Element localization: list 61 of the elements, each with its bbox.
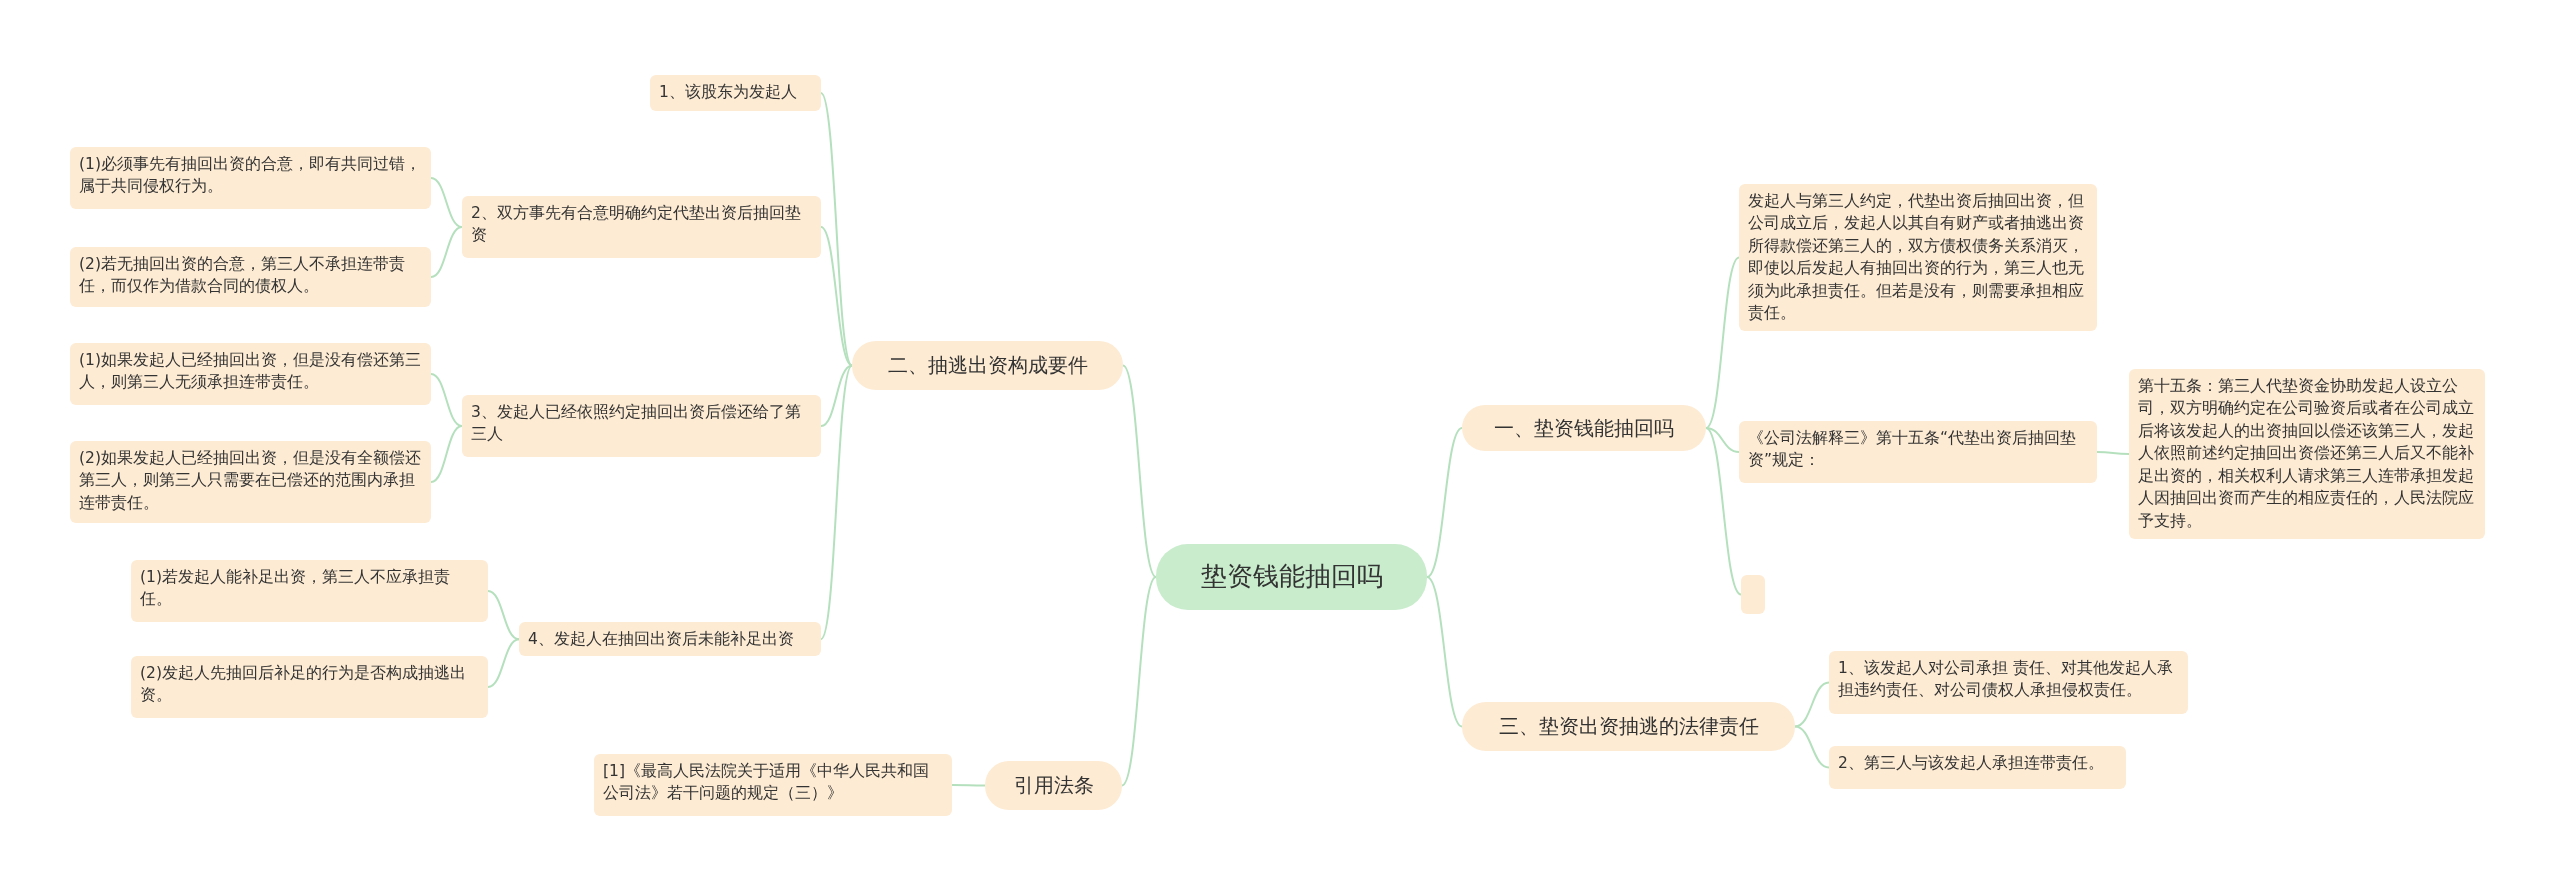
topic-text: (1)必须事先有抽回出资的合意，即有共同过错，属于共同侵权行为。 xyxy=(79,154,422,198)
topic-text: (2)若无抽回出资的合意，第三人不承担连带责任，而仅作为借款合同的债权人。 xyxy=(79,254,406,298)
topic-box xyxy=(1739,421,2097,483)
topic-text: 2、第三人与该发起人承担连带责任。 xyxy=(1838,753,2105,774)
topic-text: (1)如果发起人已经抽回出资，但是没有偿还第三人，则第三人无须承担连带责任。 xyxy=(79,350,422,394)
connector-line xyxy=(951,784,986,787)
connector-line xyxy=(430,425,463,483)
topic-text: 垫资钱能抽回吗 xyxy=(1200,560,1383,594)
connector-line xyxy=(487,638,520,688)
topic-text: 4、发起人在抽回出资后未能补足出资 xyxy=(528,629,795,650)
connector-line xyxy=(430,373,463,427)
topic-text: (1)若发起人能补足出资，第三人不应承担责任。 xyxy=(140,567,451,611)
connector-line xyxy=(820,364,853,641)
topic-text: 三、垫资出资抽逃的法律责任 xyxy=(1498,713,1759,740)
topic-box xyxy=(70,247,431,307)
branch-topic xyxy=(1462,702,1795,751)
topic-box xyxy=(594,754,952,816)
connector-line xyxy=(820,226,853,367)
connector-line xyxy=(1122,364,1157,578)
connector-line xyxy=(1121,576,1157,787)
connector-line xyxy=(1705,256,1740,429)
topic-text: 第十五条：第三人代垫资金协助发起人设立公司，双方明确约定在公司验资后或者在公司成立后将该发起人的出资抽回以偿还该第三人，发起人依照前述约定抽回出资偿还第三人后又不能补足出资的，相关权利人请求第三人连带承担发起人因抽回出资而产生的相应责任的，人民法院应予支持。 xyxy=(2138,376,2475,532)
topic-box xyxy=(1829,746,2126,789)
connector-line xyxy=(1426,576,1463,728)
branch-topic xyxy=(1462,405,1706,451)
topic-box xyxy=(650,75,821,111)
topic-box xyxy=(131,560,488,622)
topic-text: (2)如果发起人已经抽回出资，但是没有全额偿还第三人，则第三人只需要在已偿还的范围内承担连带责任。 xyxy=(79,448,422,514)
topic-text: (2)发起人先抽回后补足的行为是否构成抽逃出资。 xyxy=(140,663,467,707)
topic-text: 发起人与第三人约定，代垫出资后抽回出资，但公司成立后，发起人以其自有财产或者抽逃出资所得款偿还第三人的，双方债权债务关系消灭，即使以后发起人有抽回出资的行为，第三人也无须为此承担责任。但若是没有，则需要承担相应责任。 xyxy=(1748,191,2085,325)
topic-box xyxy=(70,147,431,209)
connector-line xyxy=(820,92,853,367)
connector-line xyxy=(1794,681,1830,728)
topic-text: [1]《最高人民法院关于适用《中华人民共和国公司法》若干问题的规定（三）》 xyxy=(603,761,930,805)
connector-line xyxy=(1705,427,1740,453)
branch-topic xyxy=(985,761,1122,810)
connector-line xyxy=(430,177,463,228)
topic-text: 二、抽逃出资构成要件 xyxy=(887,352,1088,379)
topic-text: 3、发起人已经依照约定抽回出资后偿还给了第三人 xyxy=(471,402,802,446)
topic-text: 2、双方事先有合意明确约定代垫出资后抽回垫资 xyxy=(471,203,802,247)
topic-box xyxy=(462,196,821,258)
topic-text: 一、垫资钱能抽回吗 xyxy=(1494,414,1674,442)
topic-text: 1、该发起人对公司承担 责任、对其他发起人承担违约责任、对公司债权人承担侵权责任。 xyxy=(1838,658,2174,702)
connector-line xyxy=(820,364,853,427)
connector-line xyxy=(1794,725,1830,769)
connector-line xyxy=(1705,427,1742,596)
topic-text: 引用法条 xyxy=(1013,772,1094,799)
topic-box xyxy=(519,622,821,657)
connector-line xyxy=(487,590,520,641)
topic-box xyxy=(131,656,488,718)
topic-text: 1、该股东为发起人 xyxy=(659,82,798,103)
topic-box xyxy=(462,395,821,457)
topic-box xyxy=(70,441,431,523)
connector-line xyxy=(1426,427,1463,578)
topic-box xyxy=(70,343,431,405)
topic-box xyxy=(1829,651,2188,714)
empty-box xyxy=(1741,575,1765,614)
topic-text: 《公司法解释三》第十五条“代垫出资后抽回垫资”规定： xyxy=(1748,428,2078,472)
connector-line xyxy=(2096,451,2130,455)
connector-line xyxy=(430,226,463,278)
branch-topic xyxy=(852,341,1123,390)
